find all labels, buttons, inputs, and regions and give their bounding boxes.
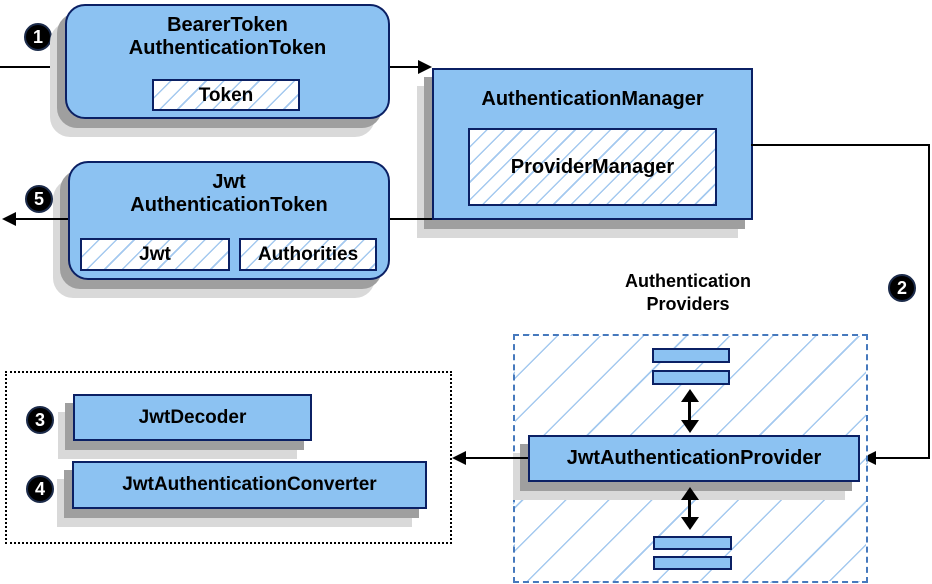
jwt-authentication-token-box: Jwt AuthenticationToken Jwt Authorities bbox=[68, 161, 390, 280]
connector-bearer-to-manager bbox=[390, 66, 420, 68]
authentication-manager-box: AuthenticationManager ProviderManager bbox=[432, 68, 753, 220]
jwt-authentication-provider-label: JwtAuthenticationProvider bbox=[566, 447, 822, 469]
token-field-label: Token bbox=[198, 84, 254, 106]
step-number-4: 4 bbox=[34, 478, 45, 499]
jwt-authentication-provider-box: JwtAuthenticationProvider bbox=[528, 435, 860, 482]
connector-manager-to-jwt-token bbox=[388, 218, 432, 220]
provider-placeholder-bar-bottom-2 bbox=[653, 556, 732, 570]
authorities-field-label: Authorities bbox=[257, 244, 359, 265]
connector-manager-to-right bbox=[751, 144, 930, 146]
step-number-1: 1 bbox=[32, 26, 43, 47]
jwt-decoder-label: JwtDecoder bbox=[138, 406, 247, 428]
connector-outgoing-result bbox=[14, 218, 68, 220]
token-field-box: Token bbox=[152, 79, 300, 111]
arrowhead-outgoing-icon bbox=[2, 212, 16, 226]
connector-right-down bbox=[928, 144, 930, 459]
jwt-field-box: Jwt bbox=[80, 238, 230, 271]
step-number-5: 5 bbox=[33, 188, 44, 209]
bearer-token-title-line2: AuthenticationToken bbox=[128, 37, 327, 59]
step-badge-3: 3 bbox=[26, 406, 54, 434]
jwt-decoder-box: JwtDecoder bbox=[73, 394, 312, 441]
jwt-field-label: Jwt bbox=[139, 244, 171, 265]
authentication-providers-label: Authentication Providers bbox=[553, 270, 823, 316]
double-arrow-top-icon bbox=[681, 389, 699, 433]
jwt-authentication-converter-label: JwtAuthenticationConverter bbox=[122, 474, 377, 495]
jwt-authentication-converter-box: JwtAuthenticationConverter bbox=[72, 461, 427, 509]
step-badge-2: 2 bbox=[888, 274, 916, 302]
step-number-3: 3 bbox=[34, 409, 45, 430]
step-badge-4: 4 bbox=[26, 475, 54, 503]
provider-manager-label: ProviderManager bbox=[510, 155, 675, 178]
authentication-providers-label-line1: Authentication bbox=[625, 271, 751, 291]
jwt-token-title-line2: AuthenticationToken bbox=[130, 194, 328, 216]
bearer-token-title-line1: BearerToken bbox=[167, 14, 288, 36]
provider-placeholder-bar-bottom-1 bbox=[653, 536, 732, 550]
authentication-manager-title: AuthenticationManager bbox=[481, 88, 704, 110]
step-badge-1: 1 bbox=[24, 23, 52, 51]
arrowhead-into-manager-icon bbox=[418, 60, 432, 74]
bearer-token-authentication-token-box: BearerToken AuthenticationToken Token bbox=[65, 4, 390, 119]
provider-placeholder-bar-top-1 bbox=[652, 348, 730, 363]
provider-placeholder-bar-top-2 bbox=[652, 370, 730, 385]
step-badge-5: 5 bbox=[25, 185, 53, 213]
arrowhead-into-decoder-group-icon bbox=[452, 451, 466, 465]
double-arrow-bottom-icon bbox=[681, 487, 699, 530]
connector-provider-to-decoder-group bbox=[466, 457, 528, 459]
step-number-2: 2 bbox=[896, 277, 907, 298]
jwt-token-title-line1: Jwt bbox=[212, 171, 246, 193]
authorities-field-box: Authorities bbox=[239, 238, 377, 271]
authentication-providers-label-line2: Providers bbox=[646, 294, 730, 314]
connector-incoming-request bbox=[0, 66, 66, 68]
connector-into-provider bbox=[876, 457, 930, 459]
provider-manager-box: ProviderManager bbox=[468, 128, 717, 206]
